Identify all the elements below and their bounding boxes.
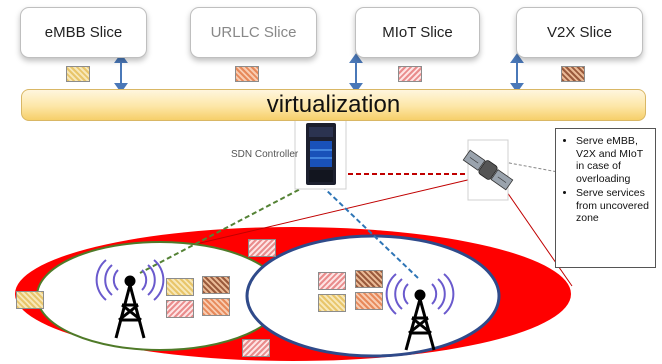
uncovered-swatch: [248, 239, 276, 257]
sdn-controller-label: SDN Controller: [231, 149, 299, 160]
note-callout-line: [503, 161, 559, 173]
server-tower-icon: [294, 117, 347, 190]
antenna-tower-icon: [95, 259, 165, 339]
slice-embb: eMBB Slice: [20, 7, 147, 58]
slice-arrows: [114, 53, 524, 93]
service-swatch: [355, 292, 383, 310]
service-swatch: [202, 298, 230, 316]
slice-label: MIoT Slice: [382, 24, 453, 41]
note-list: Serve eMBB, V2X and MIoT in case of over…: [560, 135, 653, 225]
service-swatch: [166, 278, 194, 296]
satellite-icon: [462, 139, 514, 201]
uncovered-swatch: [242, 339, 270, 357]
virtualization-bar: virtualization: [21, 89, 646, 121]
satellite-note: Serve eMBB, V2X and MIoT in case of over…: [555, 128, 656, 268]
note-item: Serve eMBB, V2X and MIoT in case of over…: [576, 135, 653, 185]
slice-miot: MIoT Slice: [355, 7, 480, 58]
uncovered-swatch: [16, 291, 44, 309]
sdn-left-tower-link: [139, 185, 307, 274]
slice-label: URLLC Slice: [210, 24, 297, 41]
satellite-link-left: [195, 177, 477, 245]
antenna-tower-icon: [385, 273, 455, 351]
sdn-right-tower-link: [321, 185, 419, 279]
service-swatch: [318, 294, 346, 312]
note-item: Serve services from uncovered zone: [576, 187, 653, 225]
slice-v2x: V2X Slice: [516, 7, 643, 58]
slice-swatch-urllc: [235, 66, 259, 82]
slice-label: eMBB Slice: [44, 24, 123, 41]
slice-swatch-embb: [66, 66, 90, 82]
slice-swatch-v2x: [561, 66, 585, 82]
service-swatch: [318, 272, 346, 290]
virtualization-label: virtualization: [266, 91, 401, 118]
service-swatch: [202, 276, 230, 294]
service-swatch: [166, 300, 194, 318]
slice-swatch-miot: [398, 66, 422, 82]
slice-label: V2X Slice: [546, 24, 613, 41]
service-swatch: [355, 270, 383, 288]
satellite-link-right: [499, 181, 573, 287]
slice-urllc: URLLC Slice: [190, 7, 317, 58]
